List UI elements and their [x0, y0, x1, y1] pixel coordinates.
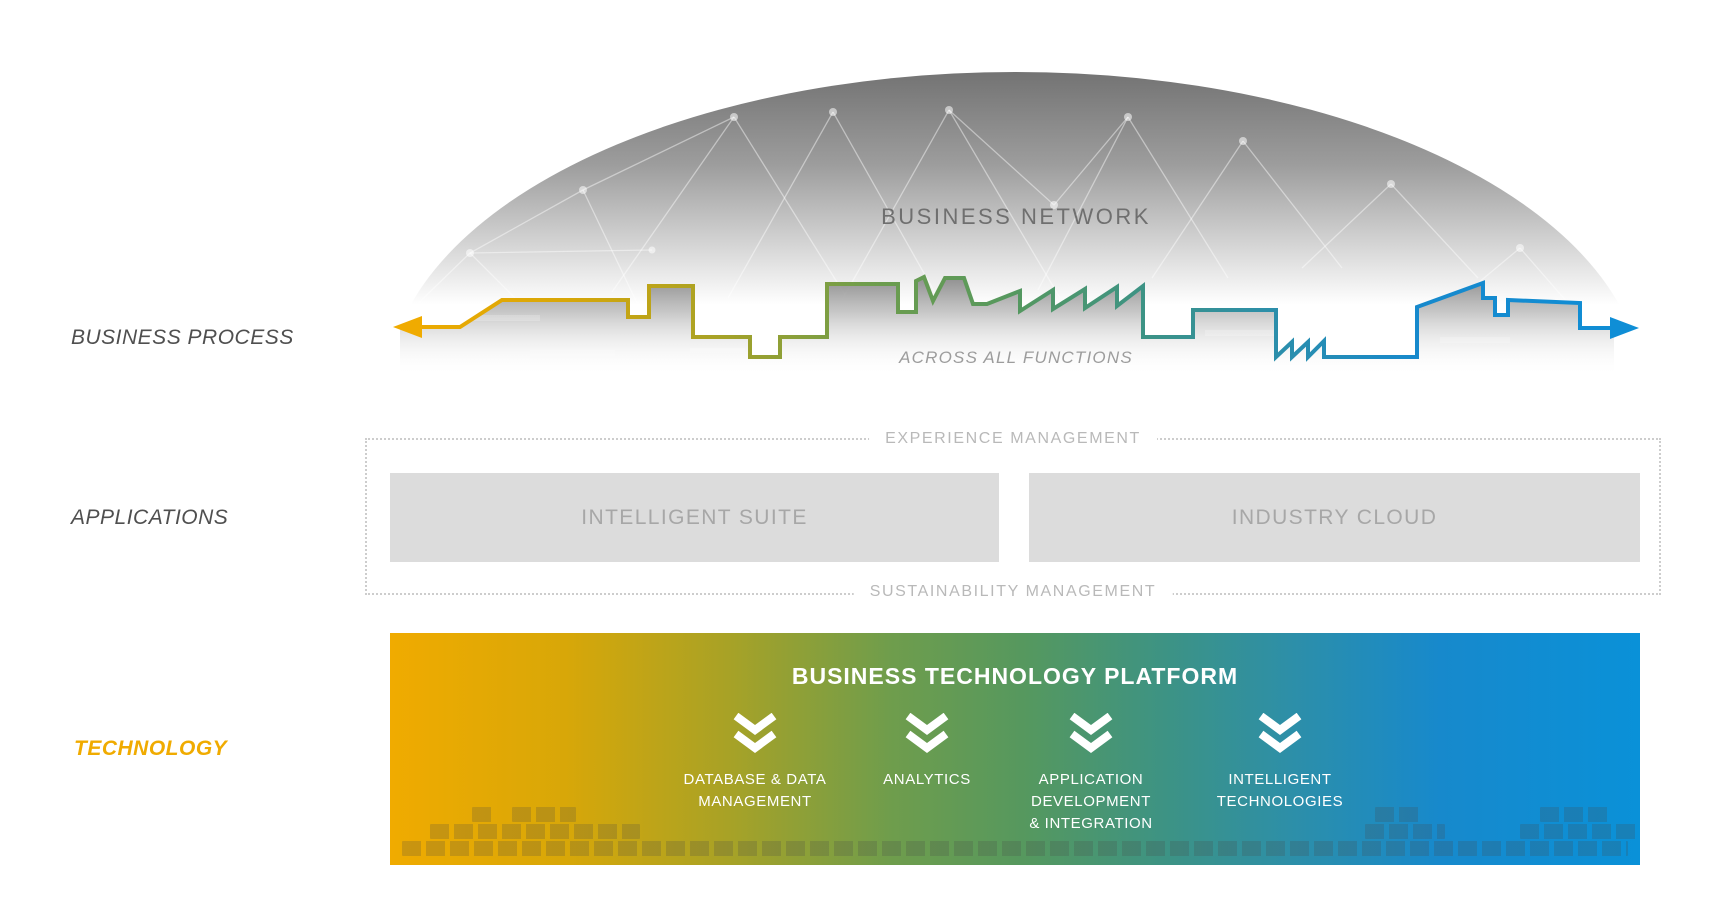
- technology-label: TECHNOLOGY: [74, 737, 228, 760]
- pillar-database-data-management: DATABASE & DATA MANAGEMENT: [665, 713, 845, 813]
- pillar-label: ANALYTICS: [883, 771, 971, 788]
- pillar-analytics: ANALYTICS: [837, 713, 1017, 791]
- skyline-outline: [400, 274, 1614, 362]
- pixel-city-row-top: [1540, 807, 1610, 822]
- intelligent-suite-box: INTELLIGENT SUITE: [390, 473, 999, 562]
- pixel-city-row-top: [1375, 807, 1421, 822]
- double-chevron-down-icon: [905, 713, 949, 753]
- experience-management-band: EXPERIENCE MANAGEMENT: [869, 428, 1157, 450]
- applications-frame: EXPERIENCE MANAGEMENT SUSTAINABILITY MAN…: [365, 428, 1661, 603]
- pixel-city-row-mid: [430, 824, 640, 839]
- pillar-intelligent-technologies: INTELLIGENT TECHNOLOGIES: [1190, 713, 1370, 813]
- business-network-title: BUSINESS NETWORK: [881, 204, 1151, 229]
- pixel-city-row-top: [512, 807, 576, 822]
- business-technology-platform-bar: BUSINESS TECHNOLOGY PLATFORM DATABASE & …: [390, 633, 1640, 865]
- double-chevron-down-icon: [733, 713, 777, 753]
- pixel-city-row-top: [472, 807, 492, 822]
- dome-shape: [387, 72, 1643, 392]
- pillar-label: APPLICATION DEVELOPMENT & INTEGRATION: [1029, 771, 1153, 832]
- pillar-label: INTELLIGENT TECHNOLOGIES: [1216, 771, 1344, 810]
- right-arrow-icon: [1610, 317, 1639, 339]
- skyline-silhouette: [400, 277, 1614, 378]
- pillar-application-development-integration: APPLICATION DEVELOPMENT & INTEGRATION: [1001, 713, 1181, 834]
- network-nodes: [466, 106, 1524, 257]
- pixel-city-row-mid: [1365, 824, 1445, 839]
- pixel-city-row-mid: [1520, 824, 1640, 839]
- sustainability-management-band: SUSTAINABILITY MANAGEMENT: [853, 581, 1173, 603]
- btp-title: BUSINESS TECHNOLOGY PLATFORM: [791, 663, 1239, 689]
- business-process-label: BUSINESS PROCESS: [71, 326, 294, 349]
- pixel-city-row-bottom: [402, 841, 1628, 856]
- left-arrow-icon: [393, 316, 422, 338]
- double-chevron-down-icon: [1069, 713, 1113, 753]
- applications-label: APPLICATIONS: [71, 506, 229, 529]
- across-all-functions-label: ACROSS ALL FUNCTIONS: [899, 348, 1133, 367]
- pillar-label: DATABASE & DATA MANAGEMENT: [683, 771, 827, 810]
- double-chevron-down-icon: [1258, 713, 1302, 753]
- skyline-window-streaks: [455, 315, 1510, 356]
- industry-cloud-box: INDUSTRY CLOUD: [1029, 473, 1640, 562]
